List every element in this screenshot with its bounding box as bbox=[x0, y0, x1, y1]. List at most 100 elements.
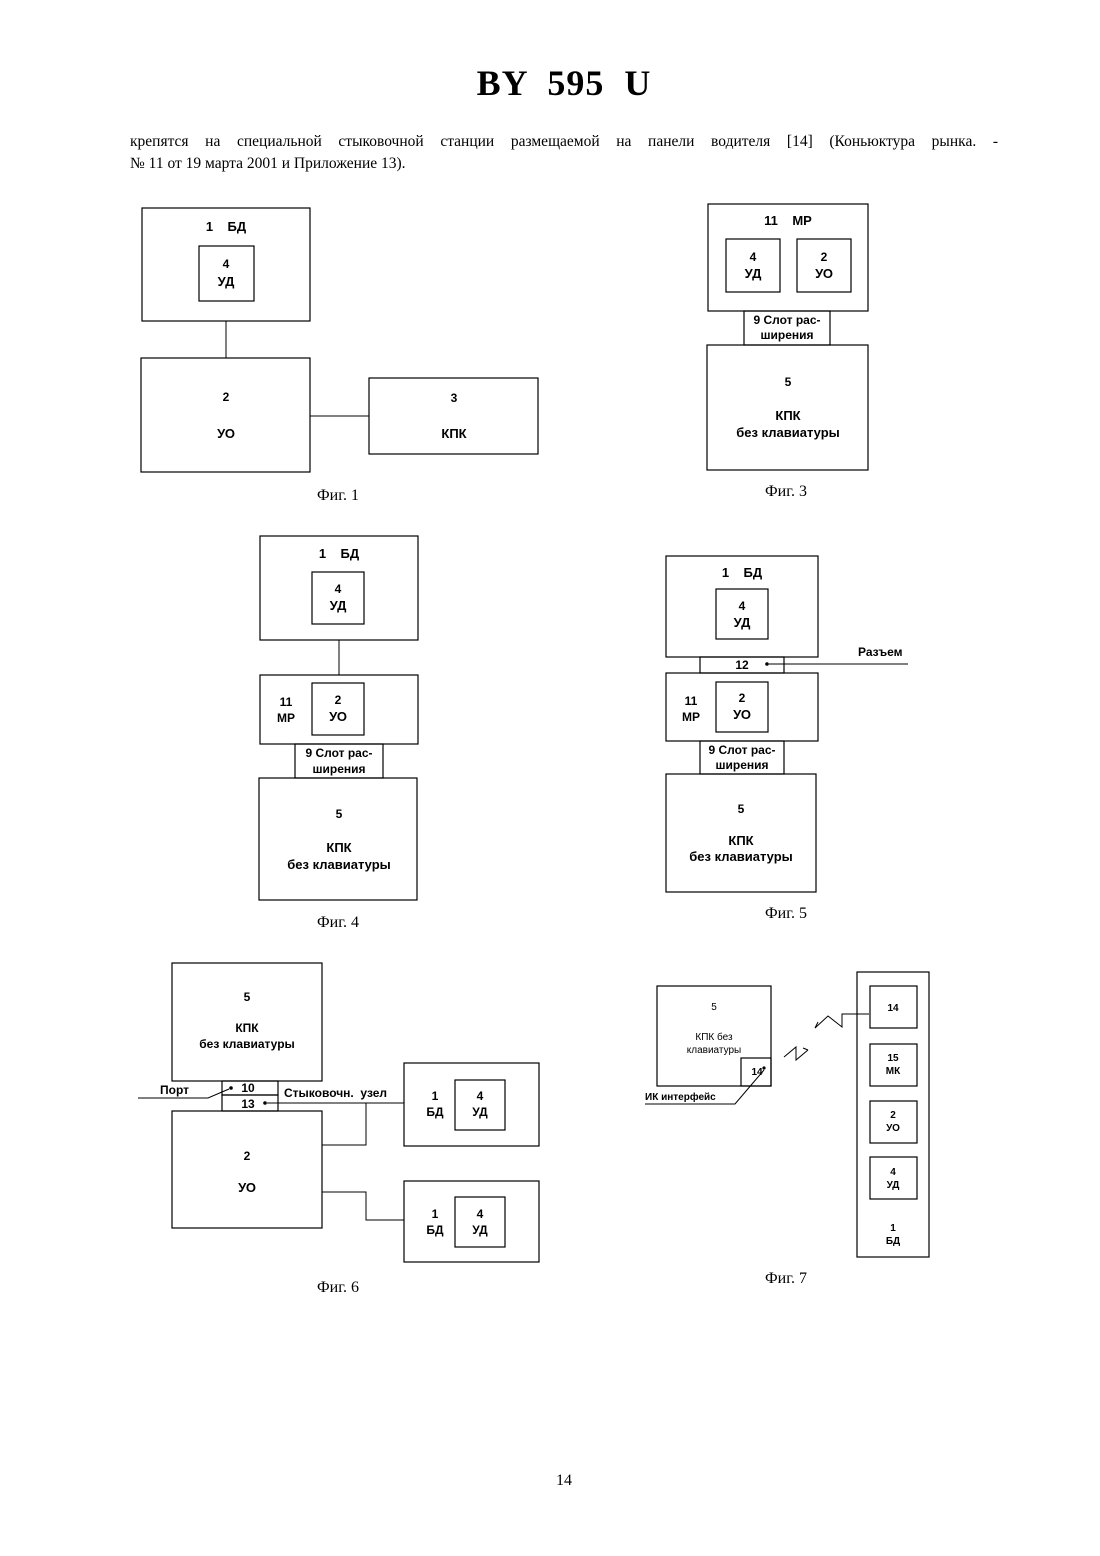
fig4-mr-label: МР bbox=[277, 711, 295, 725]
fig3-ud-label: УД bbox=[745, 266, 762, 281]
fig1-kpk-label: КПК bbox=[441, 426, 466, 441]
fig1-ud-number: 4 bbox=[223, 257, 230, 271]
fig6-bd2-label: БД bbox=[426, 1223, 444, 1237]
fig5-connector-dot bbox=[765, 662, 769, 666]
fig7-uo-label: УО bbox=[886, 1123, 900, 1134]
fig7-uo-block bbox=[870, 1101, 917, 1143]
fig6-port-number: 10 bbox=[241, 1081, 255, 1095]
fig5-ud-block bbox=[716, 589, 768, 639]
figure-6: 5 КПК без клавиатуры 10 13 Порт Стыковоч… bbox=[138, 963, 539, 1296]
fig7-uo-number: 2 bbox=[890, 1110, 896, 1121]
fig6-uo-block bbox=[172, 1111, 322, 1228]
fig6-uo-bd2-link bbox=[322, 1192, 404, 1220]
fig7-mk-label: МК bbox=[886, 1066, 901, 1077]
fig6-uo-bd1-link bbox=[322, 1103, 404, 1145]
fig6-ud2-label: УД bbox=[472, 1223, 488, 1237]
figure-4: 1 БД 4 УД 11 МР 2 УО 9 Слот рас- ширения… bbox=[259, 536, 418, 931]
fig5-bd-label: 1 БД bbox=[722, 565, 763, 580]
figure-1: 1 БД 4 УД 2 УО 3 КПК Фиг. 1 bbox=[141, 208, 538, 504]
fig7-kpk-number: 5 bbox=[711, 1002, 717, 1013]
fig3-mr-label: 11 МР bbox=[764, 213, 812, 228]
fig4-bd-label: 1 БД bbox=[319, 546, 360, 561]
fig5-ud-number: 4 bbox=[739, 599, 746, 613]
fig1-kpk-block bbox=[369, 378, 538, 454]
fig3-uo-label: УО bbox=[815, 266, 833, 281]
fig4-ud-label: УД bbox=[330, 598, 347, 613]
fig1-ud-label: УД bbox=[218, 274, 235, 289]
fig7-bd-number: 1 bbox=[890, 1223, 896, 1234]
fig5-mr-label: МР bbox=[682, 710, 700, 724]
fig6-kpk-number: 5 bbox=[244, 990, 251, 1004]
fig5-caption: Фиг. 5 bbox=[765, 905, 807, 922]
fig1-kpk-number: 3 bbox=[451, 391, 458, 405]
fig6-dock-number: 13 bbox=[241, 1097, 255, 1111]
fig4-kpk-number: 5 bbox=[336, 807, 343, 821]
fig5-uo-number: 2 bbox=[739, 691, 746, 705]
fig7-kpk-label: КПК без bbox=[695, 1031, 733, 1043]
fig6-bd1-number: 1 bbox=[432, 1089, 439, 1103]
fig5-mr-number: 11 bbox=[685, 694, 698, 708]
fig7-ir-label: ИК интерфейс bbox=[645, 1091, 716, 1103]
fig4-uo-number: 2 bbox=[335, 693, 342, 707]
figure-5: 1 БД 4 УД 12 Разъем 11 МР 2 УО 9 Слот ра… bbox=[666, 556, 908, 922]
fig1-uo-label: УО bbox=[217, 426, 235, 441]
fig6-kpk-label: КПК bbox=[235, 1021, 259, 1035]
fig5-kpk-sublabel: без клавиатуры bbox=[689, 849, 793, 864]
fig7-mk-block bbox=[870, 1044, 917, 1086]
fig4-kpk-sublabel: без клавиатуры bbox=[287, 857, 391, 872]
fig6-ud1-label: УД bbox=[472, 1105, 488, 1119]
fig1-caption: Фиг. 1 bbox=[317, 487, 359, 504]
fig3-kpk-label: КПК bbox=[775, 408, 800, 423]
fig4-slot-line1: 9 Слот рас- bbox=[305, 746, 372, 760]
figure-3: 11 МР 4 УД 2 УО 9 Слот рас- ширения 5 КП… bbox=[707, 204, 868, 500]
fig7-caption: Фиг. 7 bbox=[765, 1270, 807, 1287]
fig3-slot-line2: ширения bbox=[760, 328, 813, 342]
fig5-kpk-number: 5 bbox=[738, 802, 745, 816]
fig3-kpk-sublabel: без клавиатуры bbox=[736, 425, 840, 440]
fig7-ud-label: УД bbox=[887, 1180, 900, 1191]
fig3-kpk-number: 5 bbox=[785, 375, 792, 389]
fig4-uo-label: УО bbox=[329, 709, 347, 724]
fig7-bd-label: БД bbox=[886, 1236, 900, 1247]
fig5-slot-line2: ширения bbox=[715, 758, 768, 772]
fig6-uo-label: УО bbox=[238, 1180, 256, 1195]
fig7-ud-block bbox=[870, 1157, 917, 1199]
fig6-port-label: Порт bbox=[160, 1083, 189, 1097]
figure-7: 5 КПК без клавиатуры 14 ИК интерфейс 14 … bbox=[645, 972, 929, 1287]
fig7-ir-signal-in bbox=[815, 1014, 869, 1028]
fig7-ud-number: 4 bbox=[890, 1167, 896, 1178]
fig3-uo-number: 2 bbox=[821, 250, 828, 264]
fig7-ir-receiver-number: 14 bbox=[887, 1003, 899, 1014]
fig4-slot-line2: ширения bbox=[312, 762, 365, 776]
fig4-ud-number: 4 bbox=[335, 582, 342, 596]
fig6-bd2-number: 1 bbox=[432, 1207, 439, 1221]
fig6-ud2-block bbox=[455, 1197, 505, 1247]
fig6-bd1-label: БД bbox=[426, 1105, 444, 1119]
fig7-kpk-sublabel: клавиатуры bbox=[687, 1045, 741, 1056]
page-number: 14 bbox=[0, 1472, 1100, 1490]
fig5-kpk-label: КПК bbox=[728, 833, 753, 848]
fig1-uo-block bbox=[141, 358, 310, 472]
fig3-ud-number: 4 bbox=[750, 250, 757, 264]
fig4-kpk-block bbox=[259, 778, 417, 900]
fig6-ud1-number: 4 bbox=[477, 1089, 484, 1103]
fig3-slot-line1: 9 Слот рас- bbox=[753, 313, 820, 327]
fig6-port-dot bbox=[229, 1086, 233, 1090]
fig7-ir-dot bbox=[762, 1066, 765, 1069]
fig5-ud-label: УД bbox=[734, 615, 751, 630]
fig3-caption: Фиг. 3 bbox=[765, 483, 807, 500]
fig6-dock-label: Стыковочн. узел bbox=[284, 1086, 387, 1100]
fig7-ir-signal-out-arrow bbox=[803, 1048, 808, 1050]
fig6-uo-number: 2 bbox=[244, 1149, 251, 1163]
fig6-caption: Фиг. 6 bbox=[317, 1279, 359, 1296]
fig6-bd2-block bbox=[404, 1181, 539, 1262]
fig5-connector-label: Разъем bbox=[858, 645, 903, 659]
fig5-connector-number: 12 bbox=[735, 658, 749, 672]
fig1-uo-number: 2 bbox=[223, 390, 230, 404]
fig6-dock-dot bbox=[263, 1101, 267, 1105]
fig5-slot-line1: 9 Слот рас- bbox=[708, 743, 775, 757]
fig6-ud2-number: 4 bbox=[477, 1207, 484, 1221]
fig1-bd-label: 1 БД bbox=[206, 219, 247, 234]
